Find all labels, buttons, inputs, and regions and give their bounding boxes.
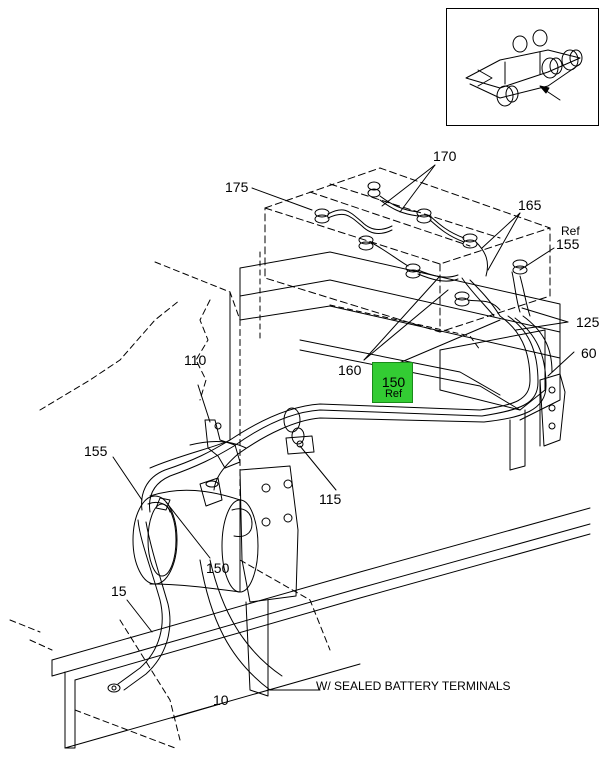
battery-terminals	[314, 181, 531, 317]
locator-inset-frame	[446, 8, 599, 126]
cable-clamps	[204, 373, 566, 469]
highlighted-part-150-ref[interactable]: 150 Ref	[372, 362, 413, 403]
diagram-caption: W/ SEALED BATTERY TERMINALS	[316, 679, 511, 693]
highlighted-part-number: 150	[381, 374, 406, 390]
flywheel-housing-plate	[199, 465, 321, 697]
callout-10: 10	[213, 692, 229, 708]
chassis-locator-inset	[465, 29, 583, 107]
callout-155-top: 155	[556, 236, 580, 252]
battery-pack	[264, 167, 551, 411]
ground-cable	[107, 519, 171, 693]
callout-leaders	[112, 164, 575, 719]
starter-motor	[132, 477, 259, 593]
callout-150-lower: 150	[206, 560, 230, 576]
callout-165: 165	[518, 197, 542, 213]
battery-box	[239, 251, 561, 471]
callout-125: 125	[576, 314, 600, 330]
callout-155-top-ref: Ref	[561, 224, 580, 238]
callout-170: 170	[433, 148, 457, 164]
callout-160: 160	[338, 362, 362, 378]
frame-rail	[9, 507, 591, 749]
frame-crossmember	[39, 261, 331, 741]
highlighted-part-ref: Ref	[384, 388, 403, 400]
callout-60: 60	[581, 345, 597, 361]
callout-115: 115	[319, 491, 342, 507]
callout-175: 175	[225, 179, 249, 195]
callout-155-left: 155	[84, 443, 108, 459]
callout-15: 15	[111, 583, 127, 599]
callout-110: 110	[184, 352, 207, 368]
